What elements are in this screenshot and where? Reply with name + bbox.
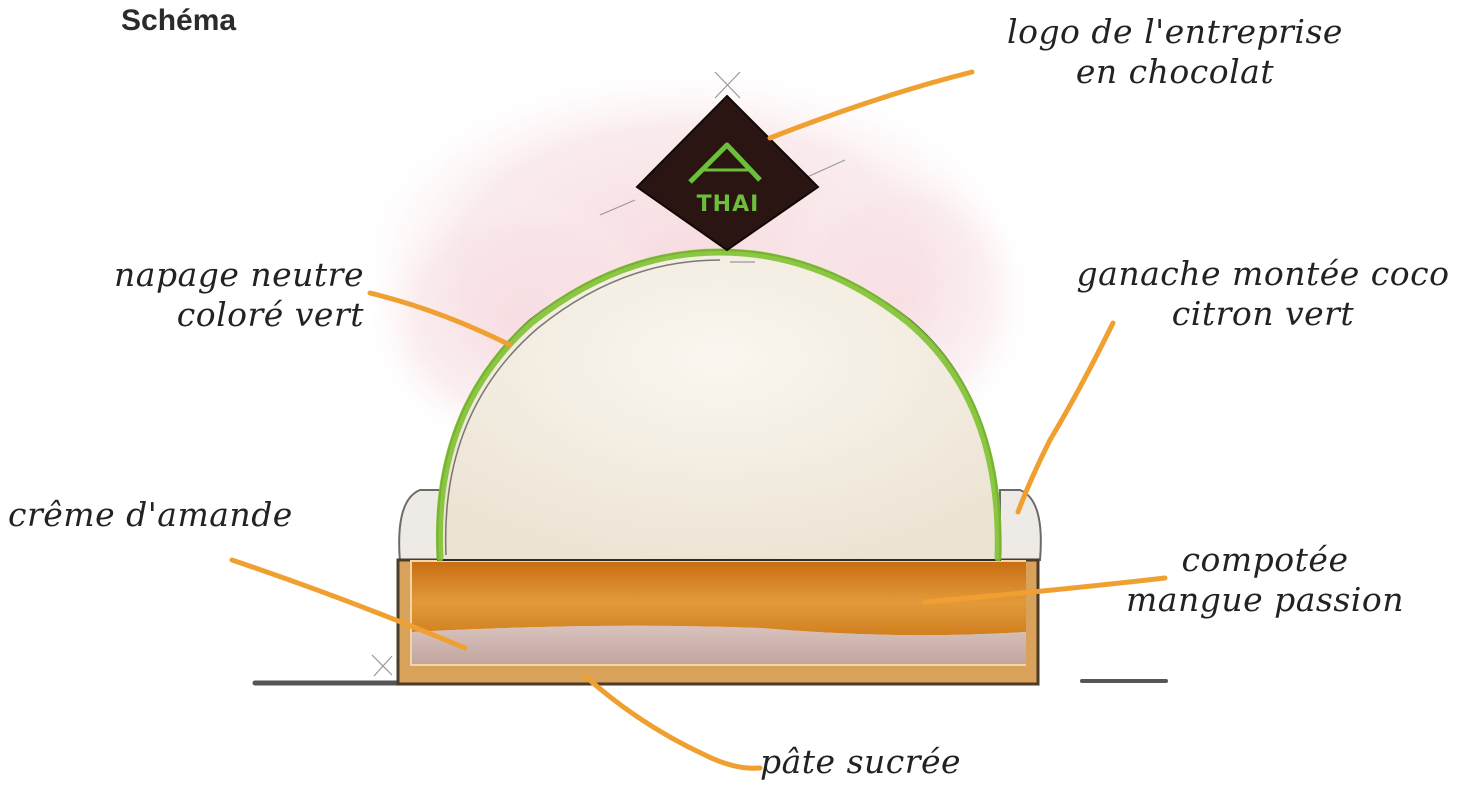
dome-ganache	[435, 248, 1002, 562]
label-pate-line1: pâte sucrée	[760, 742, 962, 781]
label-compote-line2: mangue passion	[1126, 580, 1404, 619]
side-ganache	[398, 489, 1042, 564]
label-creme-line1: crême d'amande	[8, 495, 293, 534]
label-compote-line1: compotée	[1181, 540, 1349, 579]
label-napage: napage neutre coloré vert	[82, 255, 364, 335]
ground-line	[252, 654, 1168, 686]
leader-logo	[767, 69, 975, 141]
page-title: Schéma	[121, 4, 237, 37]
creme-amande-layer	[412, 625, 1026, 664]
logo-text: THAI	[696, 192, 760, 217]
leader-creme	[229, 557, 468, 651]
label-napage-line2: coloré vert	[176, 295, 364, 334]
leader-lines	[229, 69, 1168, 771]
label-napage-line1: napage neutre	[114, 255, 364, 294]
leader-ganache	[1015, 320, 1116, 515]
label-ganache-line2: citron vert	[1171, 294, 1355, 333]
label-pate: pâte sucrée	[760, 742, 1010, 782]
label-logo: logo de l'entreprise en chocolat	[985, 12, 1365, 92]
leader-pate	[582, 673, 763, 771]
leader-napage	[367, 290, 513, 348]
compotee-layer	[412, 562, 1026, 636]
label-ganache-line1: ganache montée coco	[1076, 254, 1450, 293]
label-compote: compotée mangue passion	[1110, 540, 1420, 620]
label-logo-line1: logo de l'entreprise	[1007, 12, 1343, 51]
label-logo-line2: en chocolat	[1075, 52, 1275, 91]
chocolate-logo	[599, 71, 846, 263]
label-creme: crême d'amande	[8, 495, 338, 535]
label-ganache: ganache montée coco citron vert	[1068, 254, 1458, 334]
leader-compote	[922, 575, 1168, 605]
